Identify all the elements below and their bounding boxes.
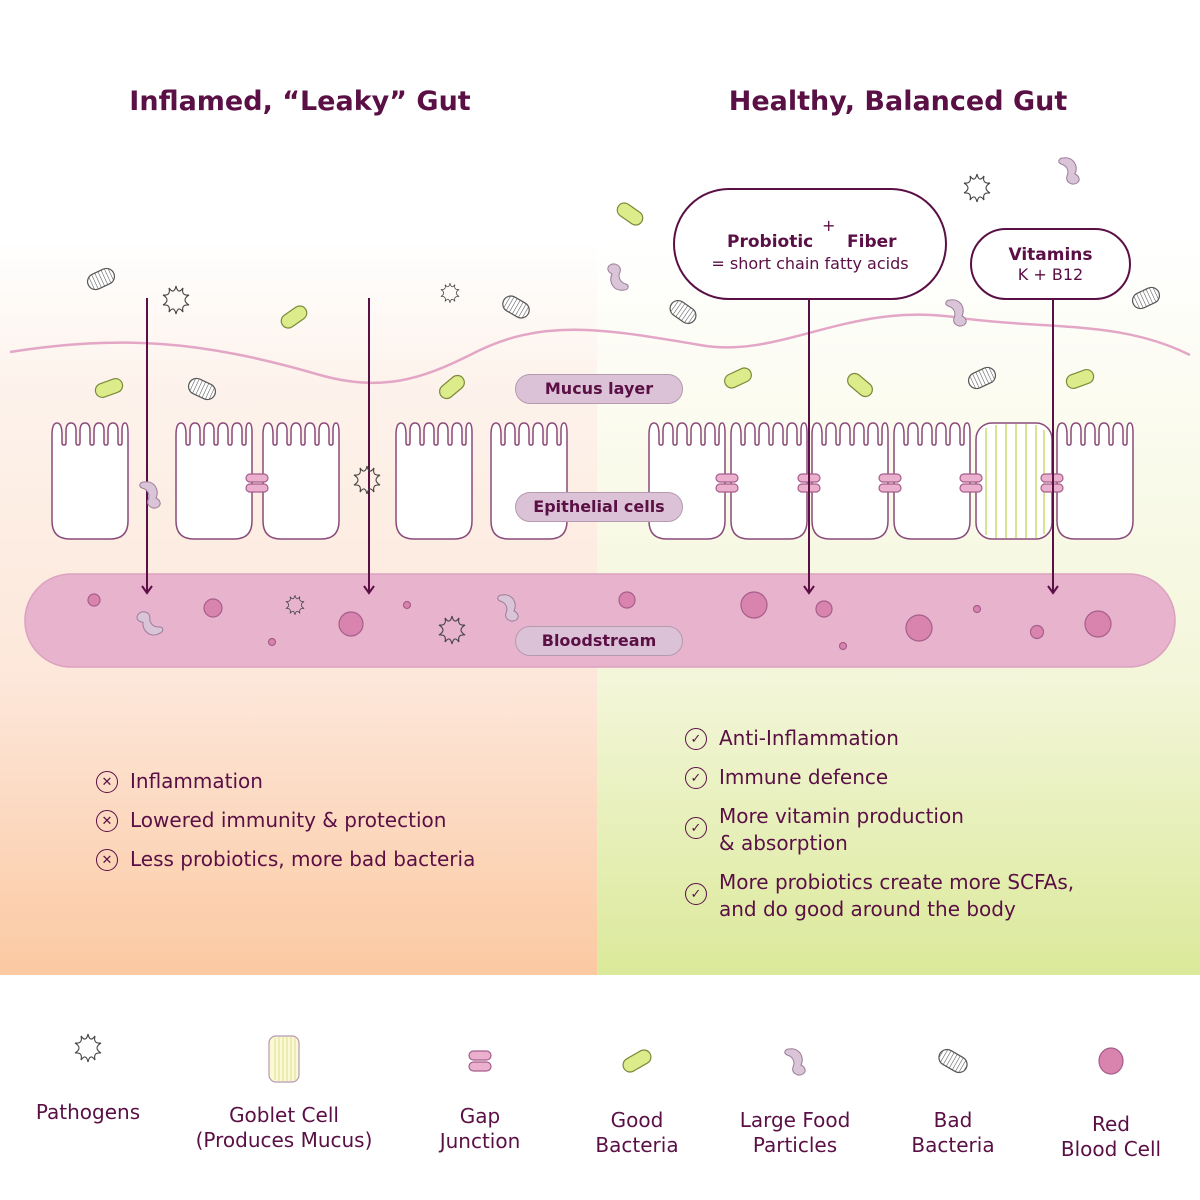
scfa-result: = short chain fatty acids [711, 254, 909, 273]
food-particle-icon [784, 1048, 806, 1076]
check-circle-icon: ✓ [685, 817, 707, 839]
list-item: ✕Inflammation [96, 768, 475, 795]
bad-bacteria-icon [1129, 284, 1163, 312]
bad-bacteria-icon [666, 296, 700, 328]
good-bacteria-icon [92, 376, 126, 400]
bad-bacteria-icon [84, 265, 118, 293]
bloodstream-label: Bloodstream [515, 626, 683, 656]
food-particle-icon [607, 263, 629, 291]
plus-sign: + [822, 216, 836, 235]
mucus-layer-label: Mucus layer [515, 374, 683, 404]
epithelial-cells-label: Epithelial cells [515, 492, 683, 522]
epithelial-cell [730, 422, 808, 540]
epithelial-cell [1056, 422, 1134, 540]
bad-bacteria-icon [499, 292, 533, 322]
list-item: ✓Anti-Inflammation [685, 725, 1074, 752]
vitamins-sub: K + B12 [1017, 265, 1084, 284]
epithelial-cell [51, 422, 129, 540]
vitamins-bubble: Vitamins K + B12 [970, 228, 1131, 300]
x-circle-icon: ✕ [96, 810, 118, 832]
list-item: ✕Less probiotics, more bad bacteria [96, 846, 475, 873]
good-bacteria-icon [844, 370, 876, 400]
legend-item-bad-bacteria: Bad Bacteria [853, 1046, 1053, 1158]
legend: Pathogens Goblet Cell (Produces Mucus) G… [0, 1020, 1200, 1190]
right-title: Healthy, Balanced Gut [728, 86, 1068, 117]
list-item: ✕Lowered immunity & protection [96, 807, 475, 834]
pathogen-icon [963, 173, 991, 203]
x-circle-icon: ✕ [96, 771, 118, 793]
goblet-cell [975, 422, 1053, 540]
food-particle-icon [945, 299, 967, 327]
left-title: Inflamed, “Leaky” Gut [129, 86, 471, 117]
bad-bacteria-icon [965, 364, 999, 392]
good-bacteria-icon [721, 365, 755, 391]
food-particle-icon [139, 481, 161, 509]
gut-diagram [9, 157, 1191, 668]
legend-item-pathogens: Pathogens [0, 1028, 188, 1125]
fiber-label: Fiber [847, 232, 897, 252]
bloodstream [24, 573, 1176, 668]
good-bacteria-icon [277, 302, 311, 332]
good-bacteria-icon [613, 199, 647, 229]
good-bacteria-icon [1063, 367, 1097, 391]
red-blood-cells [87, 591, 1112, 651]
legend-item-gap-junction: Gap Junction [380, 1048, 580, 1154]
left-effects-list: ✕Inflammation ✕Lowered immunity & protec… [96, 768, 475, 885]
good-bacteria-icon [622, 1049, 652, 1073]
red-blood-cell-icon [1098, 1047, 1124, 1075]
legend-item-red-blood-cell: Red Blood Cell [1011, 1044, 1200, 1162]
x-circle-icon: ✕ [96, 849, 118, 871]
legend-item-good-bacteria: Good Bacteria [537, 1046, 737, 1158]
gap-junction-icon [468, 1050, 492, 1072]
epithelial-cell [893, 422, 971, 540]
legend-item-food-particles: Large Food Particles [695, 1044, 895, 1158]
check-circle-icon: ✓ [685, 728, 707, 750]
bad-bacteria-icon [185, 375, 219, 403]
epithelial-cell [175, 422, 253, 540]
pathogen-icon [74, 1033, 102, 1063]
mucus-line [9, 313, 1191, 385]
list-item: ✓Immune defence [685, 764, 1074, 791]
bad-bacteria-icon [938, 1048, 968, 1074]
right-benefits-list: ✓Anti-Inflammation ✓Immune defence ✓More… [685, 725, 1074, 935]
vitamins-title: Vitamins [1008, 245, 1093, 265]
pathogen-icon [440, 282, 460, 304]
epithelial-cell [811, 422, 889, 540]
epithelial-cell [395, 422, 473, 540]
list-item: ✓More probiotics create more SCFAs,and d… [685, 869, 1074, 923]
check-circle-icon: ✓ [685, 767, 707, 789]
food-particle-icon [1058, 157, 1080, 185]
epithelial-cell [262, 422, 340, 540]
list-item: ✓More vitamin production& absorption [685, 803, 1074, 857]
legend-item-goblet-cell: Goblet Cell (Produces Mucus) [184, 1034, 384, 1153]
goblet-cell-icon [268, 1035, 300, 1083]
pathogen-icon [353, 465, 381, 495]
check-circle-icon: ✓ [685, 883, 707, 905]
pathogen-icon [162, 285, 190, 315]
probiotic-label: Probiotic [727, 232, 814, 252]
good-bacteria-icon [436, 372, 468, 402]
scfa-bubble: Probiotic + Fiber = short chain fatty ac… [673, 188, 947, 300]
